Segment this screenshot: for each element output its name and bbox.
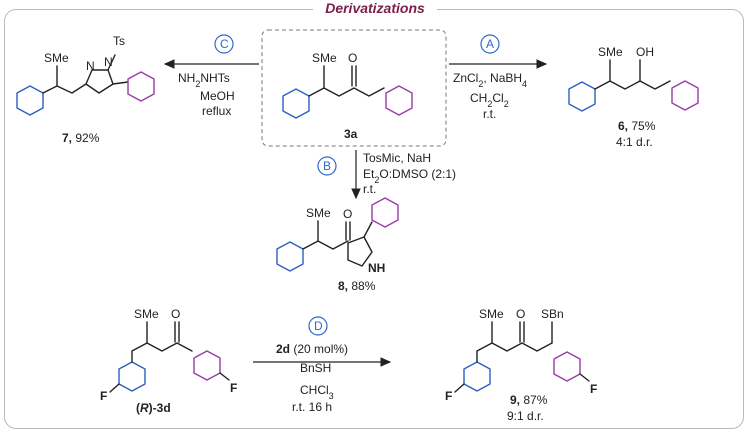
product-9-structure bbox=[454, 321, 590, 393]
product-8-sme: SMe bbox=[306, 206, 331, 220]
substrate-3d-label: (R)-3d bbox=[136, 401, 171, 415]
substrate-3d-fluorine-left: F bbox=[100, 389, 107, 403]
reaction-d-solvent: CHCl3 bbox=[300, 383, 334, 401]
substrate-3d-fluorine-right: F bbox=[230, 381, 237, 395]
reaction-b-reagent: TosMic, NaH bbox=[363, 151, 431, 165]
product-8-label: 8, 88% bbox=[338, 279, 376, 293]
product-6-oh: OH bbox=[636, 45, 654, 59]
product-9-sbn: SBn bbox=[541, 307, 564, 321]
badge-d bbox=[308, 316, 328, 336]
badge-c bbox=[214, 34, 234, 54]
reaction-b-solvent: Et2O:DMSO (2:1) bbox=[363, 167, 456, 185]
badge-c-label: C bbox=[220, 37, 229, 51]
reaction-c-temp: reflux bbox=[202, 104, 231, 118]
product-9-dr: 9:1 d.r. bbox=[507, 409, 544, 423]
product-9-fluorine-right: F bbox=[590, 382, 597, 396]
substrate-3a-oxygen: O bbox=[348, 51, 357, 65]
badge-a bbox=[480, 34, 500, 54]
badge-b bbox=[317, 156, 337, 176]
product-9-fluorine-left: F bbox=[445, 389, 452, 403]
reaction-d-reagent: BnSH bbox=[300, 361, 331, 375]
product-6-sme: SMe bbox=[598, 45, 623, 59]
reaction-d-temp: r.t. 16 h bbox=[292, 400, 332, 414]
reaction-a-solvent: CH2Cl2 bbox=[470, 91, 509, 109]
substrate-box bbox=[261, 29, 447, 147]
substrate-3a-label: 3a bbox=[344, 127, 358, 141]
reaction-c-solvent: MeOH bbox=[200, 89, 235, 103]
product-8-oxygen: O bbox=[343, 207, 352, 221]
product-7-sme: SMe bbox=[44, 51, 69, 65]
product-7-label: 7, 92% bbox=[62, 131, 100, 145]
product-8-structure bbox=[276, 197, 399, 272]
reaction-b-temp: r.t. bbox=[363, 182, 376, 196]
badge-b-label: B bbox=[323, 159, 331, 173]
product-9-sme: SMe bbox=[479, 307, 504, 321]
product-6-dr: 4:1 d.r. bbox=[616, 135, 653, 149]
substrate-3d-sme: SMe bbox=[134, 307, 159, 321]
badge-d-label: D bbox=[314, 319, 323, 333]
reaction-c-reagent: NH2NHTs bbox=[178, 71, 230, 89]
reaction-a-reagents: ZnCl2, NaBH4 bbox=[453, 71, 527, 89]
product-7-n1: N bbox=[86, 59, 95, 73]
product-7-structure bbox=[16, 54, 155, 116]
substrate-3a-sme: SMe bbox=[312, 51, 337, 65]
product-7-ts: Ts bbox=[113, 34, 125, 48]
product-8-nh: NH bbox=[368, 261, 385, 275]
product-9-oxygen: O bbox=[516, 307, 525, 321]
scheme-title: Derivatizations bbox=[0, 0, 750, 16]
reaction-a-temp: r.t. bbox=[483, 107, 496, 121]
product-6-label: 6, 75% bbox=[618, 119, 656, 133]
substrate-3d-oxygen: O bbox=[171, 307, 180, 321]
substrate-3d-structure bbox=[109, 321, 230, 393]
substrate-3a-structure bbox=[282, 65, 413, 119]
product-7-n2: N bbox=[104, 55, 113, 69]
product-6-structure bbox=[568, 59, 699, 112]
badge-a-label: A bbox=[486, 37, 494, 51]
product-9-label: 9, 87% bbox=[510, 393, 548, 407]
reaction-d-catalyst: 2d (20 mol%) bbox=[276, 342, 348, 356]
